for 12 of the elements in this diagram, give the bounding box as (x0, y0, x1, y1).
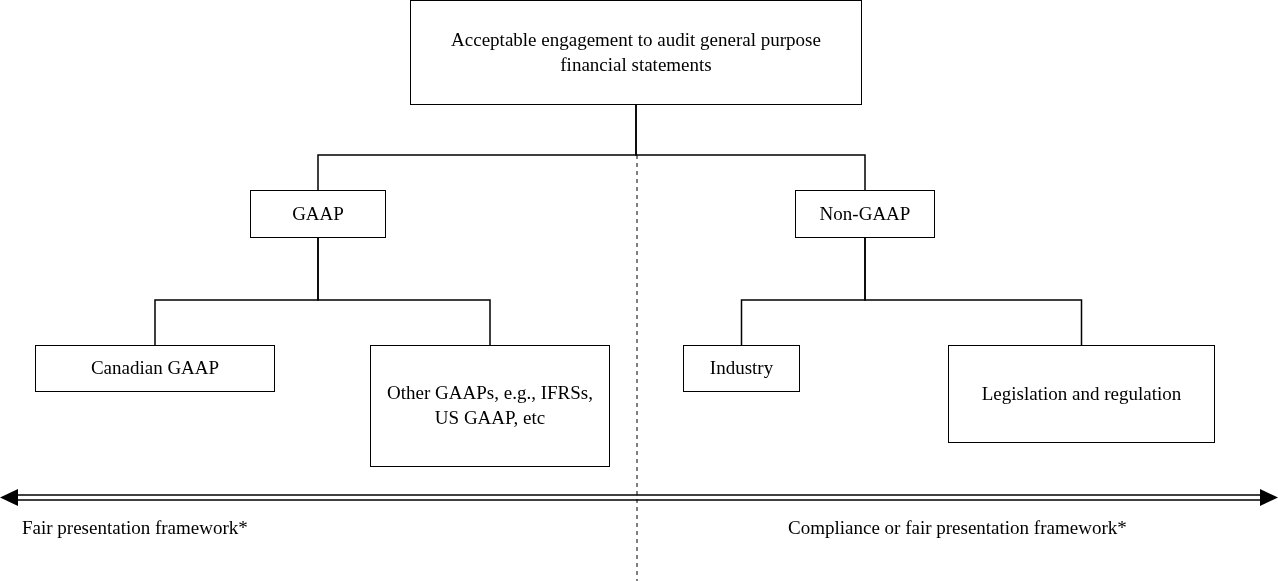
category-box: GAAP (250, 190, 386, 238)
category-box: Acceptable engagement to audit general purpose financial statements (410, 0, 862, 105)
framework-label: Fair presentation framework* (22, 517, 248, 539)
connector-line (864, 237, 1083, 346)
category-box: Non-GAAP (795, 190, 935, 238)
connector-line (317, 237, 491, 346)
category-box: Legislation and regulation (948, 345, 1215, 443)
category-box: Other GAAPs, e.g., IFRSs, US GAAP, etc (370, 345, 610, 467)
connector-line (635, 104, 866, 191)
category-box: Industry (683, 345, 800, 392)
framework-label: Compliance or fair presentation framework* (788, 517, 1127, 539)
category-box: Canadian GAAP (35, 345, 275, 392)
